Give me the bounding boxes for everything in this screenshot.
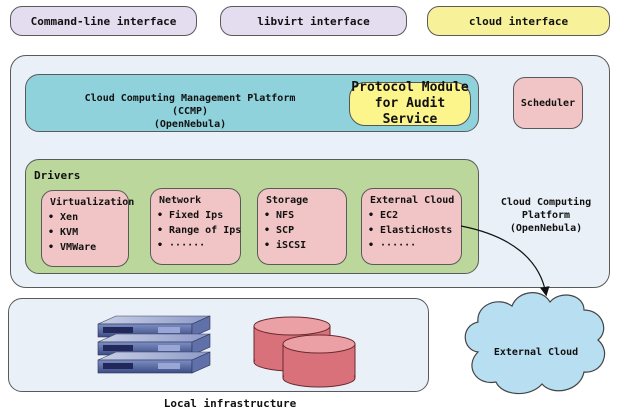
command-line-interface-box: Command-line interface bbox=[10, 6, 197, 36]
cloud-interface-box: cloud interface bbox=[427, 6, 610, 36]
driver-virtualization-title: Virtualization bbox=[50, 197, 135, 208]
protocol-module-line2: for Audit Service bbox=[374, 96, 446, 127]
ccmp-line2: (OpenNebula) bbox=[153, 119, 227, 130]
driver-external-cloud-title: External Cloud bbox=[370, 195, 455, 206]
driver-network-title: Network bbox=[159, 195, 202, 206]
list-item: VMWare bbox=[48, 240, 96, 255]
protocol-module-box: Protocol Module for Audit Service bbox=[349, 80, 471, 127]
libvirt-interface-box: libvirt interface bbox=[220, 6, 407, 36]
list-item: Xen bbox=[48, 210, 96, 225]
libvirt-interface-label: libvirt interface bbox=[257, 14, 370, 28]
list-item: Range of Ips bbox=[157, 223, 241, 238]
protocol-module-line1: Protocol Module bbox=[351, 80, 469, 95]
drivers-label: Drivers bbox=[34, 169, 81, 182]
storage-cylinder bbox=[282, 334, 356, 388]
driver-storage-title: Storage bbox=[266, 195, 309, 206]
external-cloud-label: External Cloud bbox=[493, 347, 579, 358]
driver-storage: Storage NFS SCP iSCSI bbox=[257, 188, 347, 265]
list-item: SCP bbox=[264, 223, 306, 238]
ccmp-line1: Cloud Computing Management Platform (CCM… bbox=[84, 93, 296, 117]
list-item: ······ bbox=[368, 238, 452, 253]
list-item: iSCSI bbox=[264, 238, 306, 253]
command-line-interface-label: Command-line interface bbox=[30, 14, 177, 28]
ccmp-label: Cloud Computing Management Platform (CCM… bbox=[80, 92, 300, 131]
external-cloud-icon bbox=[464, 292, 606, 395]
local-infrastructure-box bbox=[8, 298, 429, 392]
list-item: NFS bbox=[264, 208, 306, 223]
platform-label: Cloud Computing Platform (OpenNebula) bbox=[494, 196, 598, 235]
list-item: Fixed Ips bbox=[157, 208, 241, 223]
list-item: EC2 bbox=[368, 208, 452, 223]
platform-label-line1: Cloud Computing bbox=[500, 197, 592, 208]
local-infrastructure-label: Local infrastructure bbox=[163, 397, 297, 410]
scheduler-box: Scheduler bbox=[513, 77, 583, 129]
storage-cylinders-icon bbox=[253, 316, 356, 388]
platform-label-line2: Platform bbox=[521, 210, 571, 221]
server-stack-icon bbox=[97, 315, 211, 374]
list-item: ······ bbox=[157, 238, 241, 253]
list-item: ElasticHosts bbox=[368, 223, 452, 238]
connector-arrow bbox=[460, 225, 550, 297]
server-unit bbox=[97, 351, 211, 374]
list-item: KVM bbox=[48, 225, 96, 240]
driver-network: Network Fixed Ips Range of Ips ······ bbox=[150, 188, 241, 265]
driver-virtualization: Virtualization Xen KVM VMWare bbox=[41, 190, 134, 267]
platform-label-line3: (OpenNebula) bbox=[509, 223, 583, 234]
scheduler-label: Scheduler bbox=[520, 97, 576, 109]
cloud-interface-label: cloud interface bbox=[468, 14, 569, 28]
